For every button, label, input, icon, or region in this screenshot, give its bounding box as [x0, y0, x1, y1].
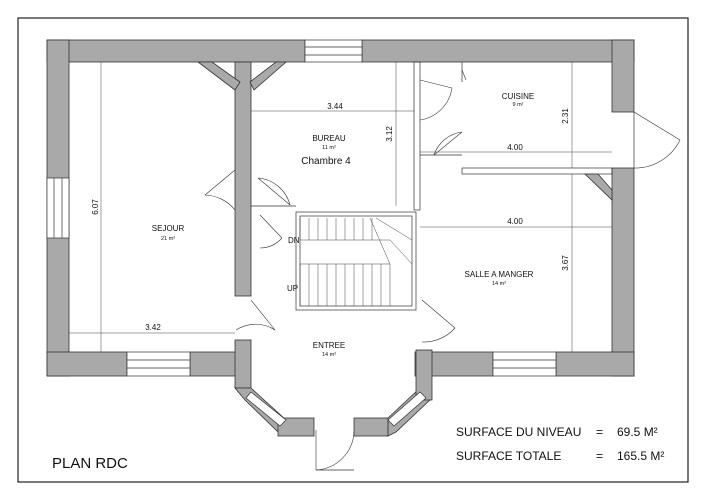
stair-tread: [389, 239, 413, 265]
dim-cuisine-height: 2.31: [561, 108, 570, 124]
surface-totale-value: 165.5 M²: [617, 449, 664, 463]
dim-sejour-width: 3.42: [145, 323, 161, 332]
room-name-salle-a-manger: SALLE A MANGER: [465, 270, 534, 279]
surface-totale-label: SURFACE TOTALE: [456, 449, 561, 463]
dim-cuisine-width: 4.00: [507, 143, 523, 152]
plan-title: PLAN RDC: [52, 455, 128, 472]
surface-niveau-label: SURFACE DU NIVEAU: [456, 425, 581, 439]
room-name-cuisine: CUISINE: [502, 92, 534, 101]
room-area-salle-a-manger: 14 m²: [492, 281, 506, 287]
bay-walls: [234, 339, 433, 437]
surface-niveau-equals: =: [596, 425, 603, 439]
dim-bureau-height: 3.12: [385, 126, 394, 142]
stair-tread: [375, 217, 413, 241]
staircase: [299, 217, 413, 306]
doors: [204, 69, 681, 471]
room-name-bureau: BUREAU: [312, 134, 346, 143]
room-area-bureau: 11 m²: [322, 145, 336, 151]
dim-salle-height: 3.67: [561, 255, 570, 271]
room-area-cuisine: 9 m²: [513, 102, 524, 108]
room-extra-label: Chambre 4: [301, 156, 351, 167]
dim-bureau-width: 3.44: [327, 102, 343, 111]
stair-down-label: DN: [288, 236, 300, 245]
page-frame: [17, 17, 689, 483]
stair-up-label: UP: [287, 284, 298, 293]
exterior-walls: [46, 39, 635, 377]
room-area-entree: 14 m²: [322, 352, 336, 358]
surface-totale-equals: =: [596, 449, 603, 463]
interior-walls: [196, 61, 613, 311]
room-name-sejour: SEJOUR: [152, 224, 185, 233]
dim-salle-width: 4.00: [507, 217, 523, 226]
dimension-lines: [69, 62, 612, 352]
room-name-entree: ENTREE: [313, 341, 345, 350]
surface-niveau-value: 69.5 M²: [617, 425, 658, 439]
windows: [46, 39, 557, 427]
room-area-sejour: 21 m²: [161, 236, 175, 242]
stair-tread: [369, 217, 391, 265]
dim-sejour-height: 6.07: [91, 199, 100, 215]
